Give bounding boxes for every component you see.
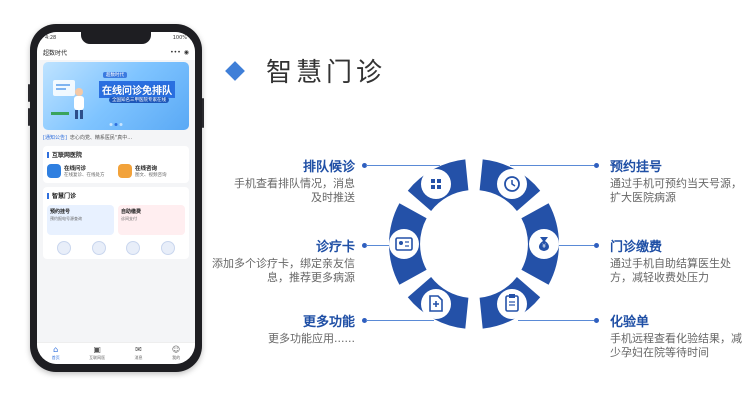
banner-title: 在线问诊免排队 [99,81,175,98]
feature-title: 门诊缴费 [610,240,663,255]
connector-line [518,320,594,321]
feature-title: 诊疗卡 [315,240,355,255]
status-time: 4:28 [45,35,57,41]
service-desc: 图文、视频咨询 [135,173,167,178]
feature-title: 排队候诊 [302,160,355,175]
tile-desc: 预约报电号源查询 [50,216,82,221]
feature-desc: 添加多个诊疗卡，绑定亲友信息，推荐更多病源 [212,257,355,284]
online-inquiry-service[interactable]: 在线咨询 图文、视频咨询 [118,164,185,179]
tab-messages[interactable]: ✉ 消息 [135,346,143,361]
status-battery: 100% [172,35,187,41]
doctor-illustration-icon [51,80,84,119]
banner-subtitle: 全国知名三甲医院专家在线 [109,97,169,103]
service-desc: 在线复诊、在线处方 [64,173,105,178]
feature-title: 更多功能 [302,315,355,330]
grid-icon [421,169,451,199]
medical-file-icon [421,289,451,319]
feature-desc: 通过手机自助结算医生处方，减轻收费处压力 [610,257,731,284]
register-tile[interactable]: 预约挂号 预约报电号源查询 [47,205,114,235]
queue-icon[interactable] [57,241,72,255]
phone-mockup: 4:28 100% 超数时代 ••• ◉ [28,24,204,372]
report-icon[interactable] [160,241,175,255]
page-title: 智慧门诊 [266,58,387,88]
feature-queue: 排队候诊 手机查看排队情况，消息及时推送 [205,156,355,205]
self-pay-tile[interactable]: 自助缴费 诊间支付 [118,205,185,235]
connector-dot [594,163,599,168]
doctor-icon [47,164,61,178]
chat-icon [118,164,132,178]
diamond-icon [225,60,245,81]
phone-screen: 4:28 100% 超数时代 ••• ◉ [37,32,195,364]
online-consult-service[interactable]: 在线问诊 在线复诊、在线处方 [47,164,114,179]
id-card-icon [389,229,419,259]
tab-label: 互联网医 [89,355,106,360]
feature-ring: ¥ [389,159,559,329]
patient-icon[interactable] [91,241,106,255]
connector-dot [362,243,367,248]
svg-text:¥: ¥ [542,243,546,250]
tab-label: 首页 [51,355,60,360]
connector-line [552,245,594,246]
close-icon[interactable]: ◉ [183,48,189,56]
user-icon: ☺ [171,345,181,354]
internet-hospital-card: 互联网医院 在线问诊 在线复诊、在线处方 在线咨询 图文、视频咨询 [43,146,189,183]
clipboard-icon [497,289,527,319]
feature-desc: 通过手机可预约当天号源，扩大医院病源 [610,177,742,204]
connector-dot [594,318,599,323]
tab-label: 我的 [172,355,181,360]
tile-name: 自助缴费 [121,209,142,215]
home-icon: ⌂ [53,345,59,354]
feature-lab: 化验单 手机远程查看化验结果，减少孕妇在院等待时间 [610,311,748,360]
connector-line [510,165,594,166]
banner-pagination [109,123,123,126]
feature-desc: 更多功能应用...... [268,332,355,345]
feature-title: 化验单 [610,315,650,330]
mail-icon: ✉ [135,345,142,354]
tab-internet-hospital[interactable]: ▣ 互联网医 [89,346,105,361]
connector-dot [594,243,599,248]
notice-text: 忠心向党、精系医民"真中… [69,134,133,141]
section-heading: 智慧门诊 [225,52,387,89]
connector-dot [362,318,367,323]
service-name: 在线问诊 [64,166,87,172]
connector-line [366,165,440,166]
feature-desc: 手机远程查看化验结果，减少孕妇在院等待时间 [610,332,742,359]
feature-more: 更多功能 更多功能应用...... [205,311,355,346]
notice-tag: [通知公告] [43,134,67,141]
tab-home[interactable]: ⌂ 首页 [52,346,60,361]
connector-line [366,245,406,246]
tab-label: 消息 [134,355,143,360]
tab-bar: ⌂ 首页 ▣ 互联网医 ✉ 消息 ☺ 我的 [37,342,195,364]
quick-icons [47,241,185,255]
screen-icon: ▣ [93,345,101,354]
clock-icon [497,169,527,199]
service-name: 在线咨询 [135,166,158,172]
banner[interactable]: 超数时代 在线问诊免排队 全国知名三甲医院专家在线 [43,62,189,130]
compass-icon[interactable] [126,241,141,255]
phone-notch [81,32,151,44]
feature-title: 预约挂号 [610,160,663,175]
connector-line [366,320,434,321]
notice-bar[interactable]: [通知公告] 忠心向党、精系医民"真中… [43,132,189,142]
feature-register: 预约挂号 通过手机可预约当天号源，扩大医院病源 [610,156,748,205]
internet-hospital-title: 互联网医院 [47,150,185,159]
more-icon[interactable]: ••• [170,48,181,56]
feature-desc: 手机查看排队情况，消息及时推送 [234,177,355,204]
banner-brand: 超数时代 [103,72,127,78]
feature-card: 诊疗卡 添加多个诊疗卡，绑定亲友信息，推荐更多病源 [205,236,355,285]
smart-clinic-card: 智慧门诊 预约挂号 预约报电号源查询 自助缴费 诊间支付 [43,187,189,259]
tile-desc: 诊间支付 [121,216,137,221]
tile-name: 预约挂号 [50,209,71,215]
tab-profile[interactable]: ☺ 我的 [172,346,180,361]
app-title: 超数时代 [43,49,68,57]
app-titlebar: 超数时代 ••• ◉ [37,44,195,60]
connector-dot [362,163,367,168]
smart-clinic-title: 智慧门诊 [47,191,185,200]
feature-payment: 门诊缴费 通过手机自助结算医生处方，减轻收费处压力 [610,236,748,285]
money-bag-icon: ¥ [529,229,559,259]
miniapp-capsule[interactable]: ••• ◉ [170,49,189,56]
